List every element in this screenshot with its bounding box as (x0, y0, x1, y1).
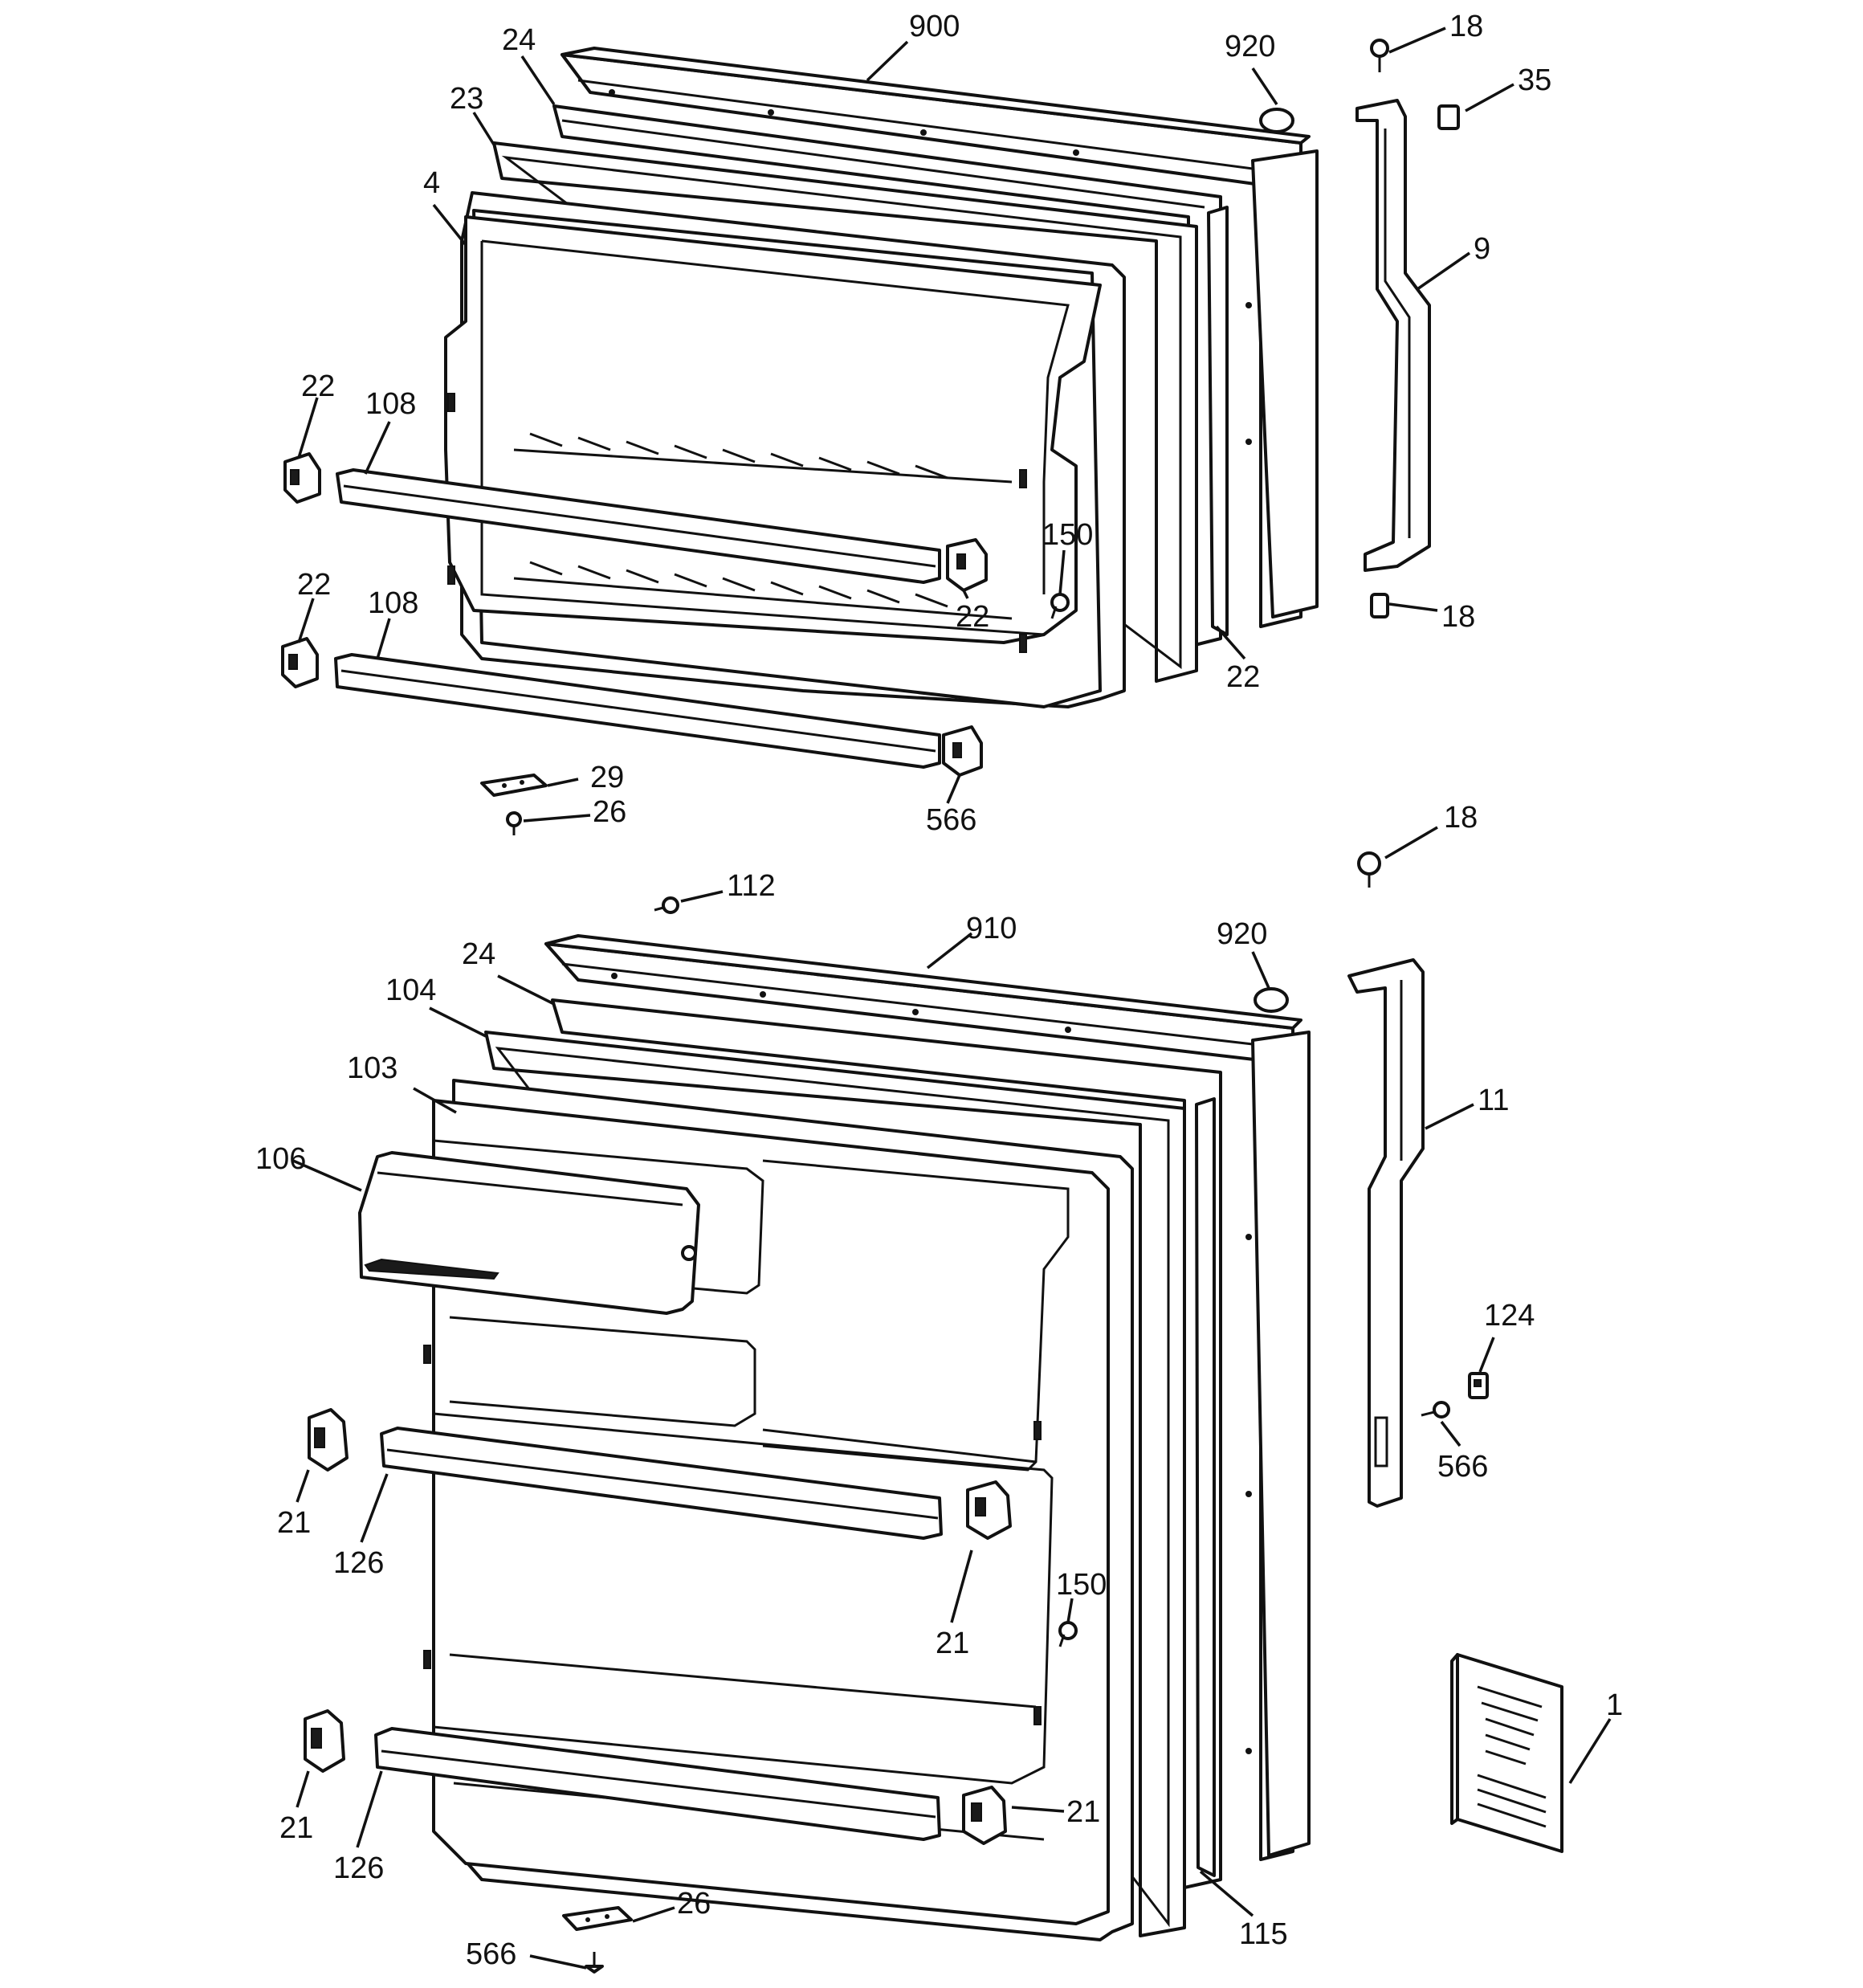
fresh-food-door-assembly: 18 112 910 920 24 104 103 11 106 124 566… (255, 801, 1623, 1974)
freezer-door-assembly: 24 900 920 18 35 23 4 9 22 108 150 22 18… (281, 10, 1551, 837)
freezer-outer-door-panel (561, 47, 1319, 628)
freezer-hinge-screw (506, 811, 522, 835)
callout-label: 566 (1437, 1450, 1488, 1484)
callout-label: 900 (909, 10, 960, 43)
fresh-food-door-shelf-lower (374, 1727, 941, 1841)
fresh-food-leader-lines (292, 826, 1612, 1970)
callout-label: 910 (966, 912, 1017, 945)
freezer-door-handle (1355, 99, 1431, 572)
callout-label: 11 (1478, 1084, 1509, 1117)
dairy-compartment-door (358, 1151, 700, 1315)
fresh-food-shelf-cap-left-upper (308, 1408, 349, 1472)
callout-label: 104 (385, 974, 436, 1007)
fresh-food-shelf-cap-left-lower (304, 1709, 345, 1773)
callout-label: 108 (368, 586, 418, 620)
fresh-food-shelf-cap-right-upper (966, 1480, 1012, 1540)
callout-label: 21 (279, 1811, 313, 1845)
freezer-shelf-cap-right-upper (946, 538, 988, 592)
callout-label: 22 (297, 568, 331, 602)
handle-clip-124 (1468, 1372, 1489, 1399)
fresh-food-shelf-cap-right-lower (962, 1786, 1007, 1845)
callout-label: 108 (365, 387, 416, 421)
fresh-food-breaker-strip (1195, 1097, 1216, 1877)
callout-label: 106 (255, 1142, 306, 1176)
freezer-shelf-cap-right-lower (942, 725, 983, 777)
fresh-food-screw-112 (654, 896, 679, 914)
callout-label: 18 (1449, 10, 1483, 43)
callout-label: 4 (423, 166, 440, 200)
freezer-door-liner (444, 191, 1126, 708)
callout-label: 920 (1225, 30, 1275, 63)
freezer-door-shelf-lower (334, 653, 941, 769)
callout-label: 112 (727, 869, 776, 903)
callout-label: 21 (1066, 1795, 1100, 1829)
fresh-food-door-handle (1347, 958, 1425, 1508)
callout-label: 26 (677, 1887, 711, 1921)
callout-label: 22 (301, 369, 335, 403)
callout-label: 22 (1226, 660, 1260, 694)
handle-clip-screw (1421, 1401, 1450, 1419)
callout-label: 18 (1444, 801, 1478, 835)
callout-label: 23 (450, 82, 483, 116)
freezer-door-shelf-upper (336, 468, 941, 584)
callout-label: 566 (926, 803, 976, 837)
callout-label: 126 (333, 1851, 384, 1885)
callout-label: 21 (277, 1506, 311, 1540)
fresh-food-door-shelf-upper (380, 1427, 943, 1540)
freezer-breaker-strip (1207, 206, 1229, 636)
callout-label: 150 (1042, 518, 1093, 552)
freezer-handle-screw-bottom (1370, 593, 1389, 618)
callout-label: 9 (1474, 232, 1490, 266)
freezer-shelf-cap-left-lower (281, 637, 319, 688)
freezer-handle-screw-top (1370, 39, 1389, 72)
fresh-food-plug (1254, 987, 1289, 1013)
callout-label: 24 (502, 23, 536, 57)
callout-label: 21 (936, 1627, 969, 1660)
callout-label: 920 (1217, 917, 1267, 951)
callout-label: 22 (956, 600, 989, 634)
callout-label: 124 (1484, 1299, 1535, 1333)
freezer-liner-ribs (513, 432, 1013, 620)
callout-label: 18 (1441, 600, 1475, 634)
callout-label: 150 (1056, 1568, 1107, 1602)
fresh-food-hinge-screw (585, 1952, 604, 1974)
freezer-callout-labels: 24 900 920 18 35 23 4 9 22 108 150 22 18… (297, 10, 1551, 837)
fresh-food-outer-door-panel (544, 934, 1311, 1861)
handle-end-cap (1437, 104, 1460, 130)
freezer-plug (1259, 108, 1294, 133)
callout-label: 566 (466, 1937, 516, 1971)
callout-label: 35 (1518, 63, 1551, 97)
freezer-shelf-cap-left-upper (283, 452, 321, 504)
callout-label: 115 (1239, 1917, 1288, 1951)
callout-label: 103 (347, 1051, 397, 1085)
freezer-leader-lines (297, 27, 1514, 823)
callout-label: 126 (333, 1546, 384, 1580)
fresh-food-handle-screw-top (1357, 851, 1381, 888)
callout-label: 29 (590, 761, 624, 794)
fresh-food-callout-labels: 18 112 910 920 24 104 103 11 106 124 566… (255, 801, 1623, 1971)
callout-label: 1 (1606, 1688, 1623, 1722)
fresh-food-hinge-plate (562, 1906, 633, 1931)
callout-label: 26 (593, 795, 626, 829)
callout-label: 24 (462, 937, 495, 971)
owners-manual-booklet (1450, 1653, 1563, 1853)
freezer-hinge-plate (480, 774, 548, 797)
